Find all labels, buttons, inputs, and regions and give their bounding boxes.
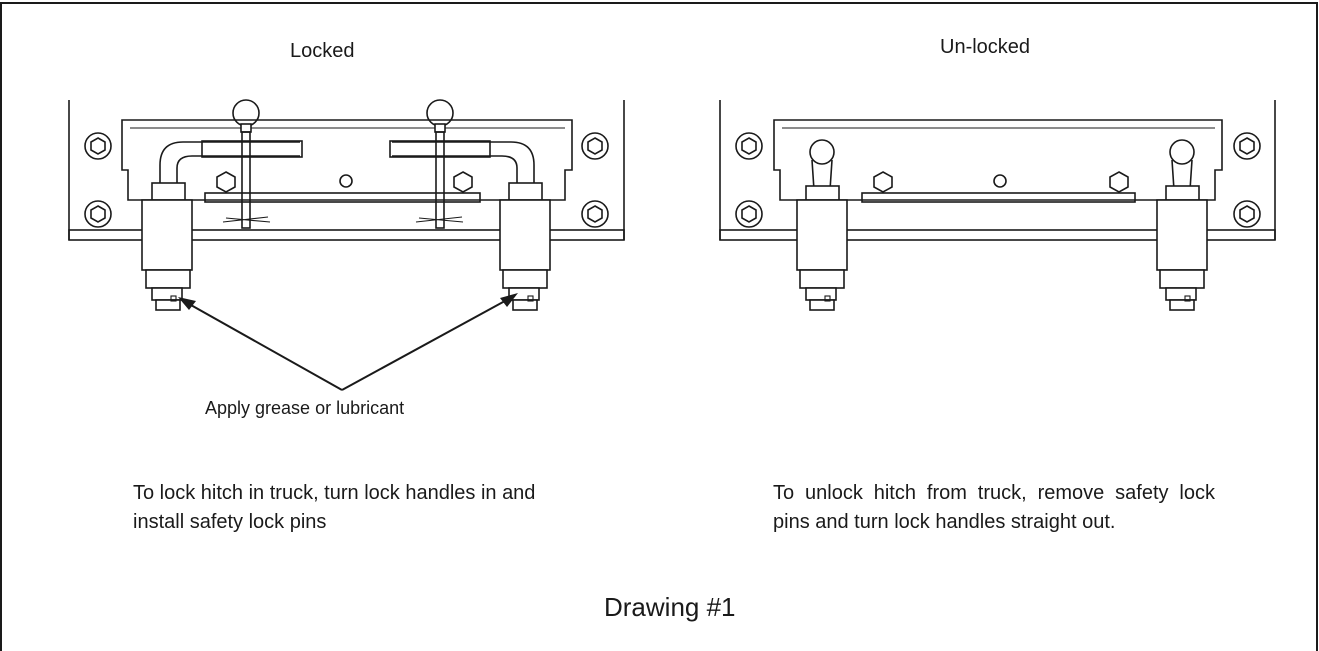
bolt-icon — [735, 132, 763, 160]
bolt-icon — [1233, 132, 1261, 160]
bolt-icon — [581, 200, 609, 228]
lock-cylinder-right — [499, 182, 551, 311]
unlocked-title: Un-locked — [940, 36, 1031, 58]
nut-icon — [216, 171, 236, 193]
drawing-number-label: Drawing #1 — [604, 592, 736, 622]
bolt-icon — [84, 132, 112, 160]
nut-icon — [453, 171, 473, 193]
safety-lock-pin-icon — [222, 99, 271, 229]
lock-instructions-caption: To lock hitch in truck, turn lock handle… — [133, 482, 536, 533]
bolt-icon — [1233, 200, 1261, 228]
bolt-icon — [581, 132, 609, 160]
locked-hitch-diagram — [68, 99, 625, 391]
nut-icon — [1109, 171, 1129, 193]
safety-lock-pin-icon — [415, 99, 464, 229]
unlock-instructions-caption: To unlock hitch from truck, remove safet… — [773, 482, 1215, 533]
locked-title: Locked — [290, 40, 355, 62]
unlocked-hitch-diagram — [719, 100, 1276, 311]
nut-icon — [873, 171, 893, 193]
grease-callout-label: Apply grease or lubricant — [205, 398, 405, 418]
lock-handle-left — [809, 139, 835, 191]
lock-cylinder-left — [141, 182, 193, 311]
lock-cylinder-left — [796, 185, 848, 311]
bolt-icon — [735, 200, 763, 228]
lock-handle-right — [1169, 139, 1195, 191]
bolt-icon — [84, 200, 112, 228]
lock-cylinder-right — [1156, 185, 1208, 311]
callout-arrows — [178, 293, 518, 391]
